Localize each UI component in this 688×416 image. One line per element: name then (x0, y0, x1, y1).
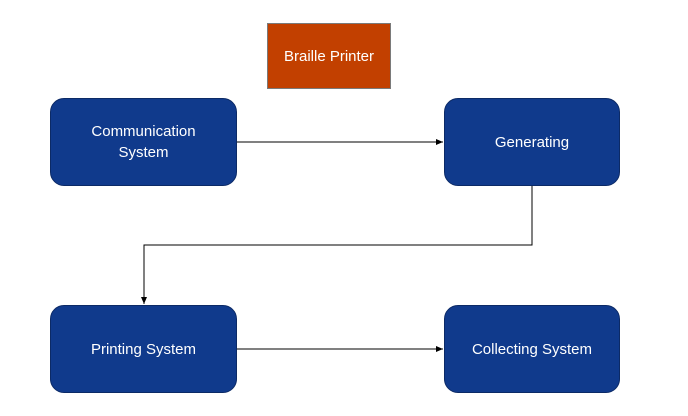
collecting-system-label: Collecting System (471, 340, 593, 358)
printing-system-label: Printing System (90, 340, 197, 358)
communication-system-label: Communication System (91, 123, 196, 161)
communication-system-node: Communication System (50, 98, 237, 186)
braille-printer-title-box: Braille Printer (267, 23, 391, 89)
braille-printer-title: Braille Printer (283, 47, 375, 65)
generating-node: Generating (444, 98, 620, 186)
collecting-system-node: Collecting System (444, 305, 620, 393)
edge-generating-to-printing (141, 186, 533, 304)
generating-label: Generating (494, 133, 570, 151)
printing-system-node: Printing System (50, 305, 237, 393)
